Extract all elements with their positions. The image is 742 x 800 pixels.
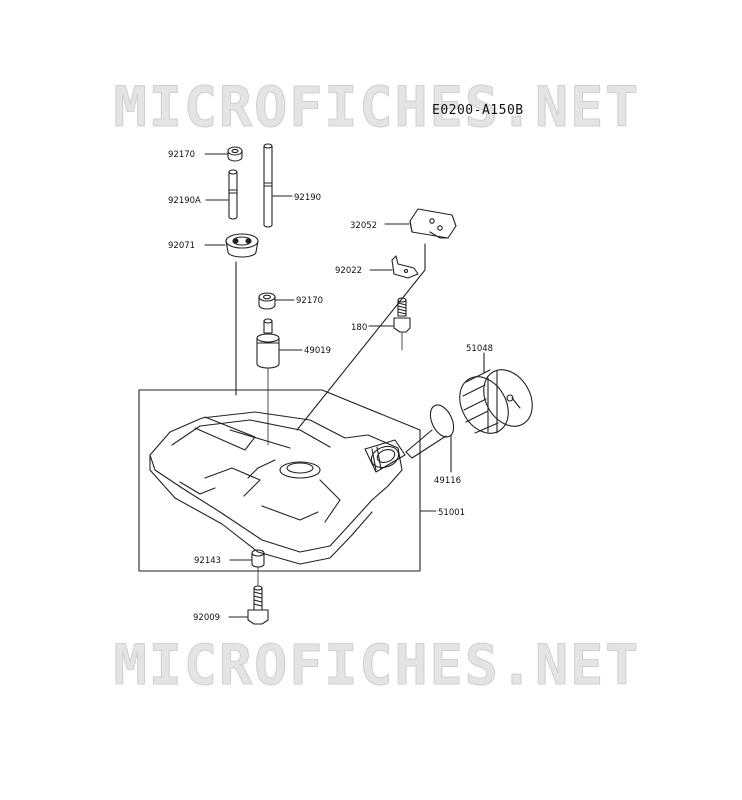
screw-92009 <box>247 585 269 625</box>
fuel-cap-51048 <box>459 369 533 434</box>
label-92190A: 92190A <box>168 196 201 206</box>
label-92190: 92190 <box>294 193 321 203</box>
watermark-top: MICROFICHES.NET <box>113 75 641 139</box>
label-92143: 92143 <box>194 556 221 566</box>
label-92022: 92022 <box>335 266 362 276</box>
watermark-bottom: MICROFICHES.NET <box>113 633 641 697</box>
label-180: 180 <box>351 323 367 333</box>
tank-frame <box>138 389 421 572</box>
tube-92190 <box>263 143 273 228</box>
washer-92170-top <box>227 146 243 162</box>
label-92170-top: 92170 <box>168 150 195 160</box>
bracket-32052 <box>409 208 457 239</box>
bolt-180 <box>393 297 411 333</box>
assembly-line-bracket <box>296 243 426 431</box>
label-92170-mid: 92170 <box>296 296 323 306</box>
clip-92022 <box>391 255 419 279</box>
fuel-filter-49019 <box>256 318 280 369</box>
label-49116: 49116 <box>434 476 461 486</box>
label-49019: 49019 <box>304 346 331 356</box>
tube-92190A <box>228 169 238 220</box>
label-92071: 92071 <box>168 241 195 251</box>
fuel-tank-51001 <box>149 411 406 565</box>
label-51048: 51048 <box>466 344 493 354</box>
label-92009: 92009 <box>193 613 220 623</box>
diagram-code: E0200-A150B <box>432 103 524 118</box>
washer-92170-mid <box>258 292 276 310</box>
strainer-49116 <box>405 404 455 459</box>
grommet-92071 <box>225 233 259 258</box>
label-32052: 32052 <box>350 221 377 231</box>
label-51001: 51001 <box>438 508 465 518</box>
